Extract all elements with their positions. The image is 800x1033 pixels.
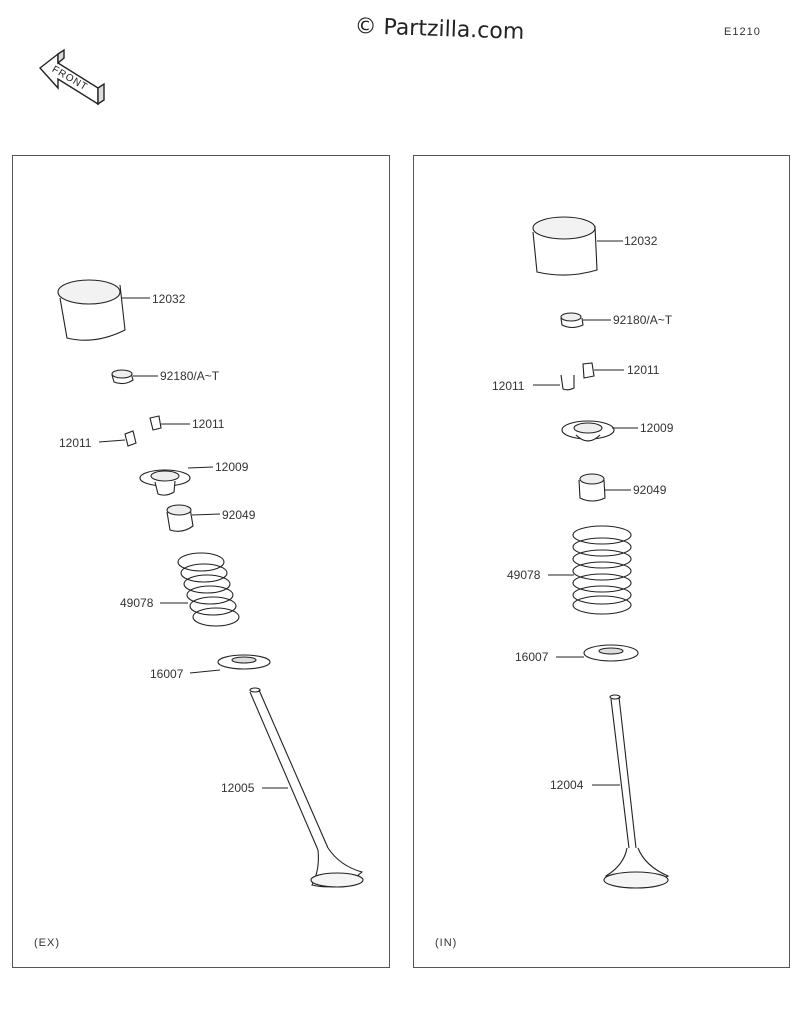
ex-label-92049[interactable]: 92049 [222, 508, 256, 522]
ex-keeper-shapes [98, 415, 190, 447]
in-shim-shape [560, 312, 611, 329]
in-label-12011-upper[interactable]: 12011 [627, 363, 660, 377]
in-valve-shape [592, 694, 670, 889]
in-label-12011-lower[interactable]: 12011 [492, 379, 525, 393]
ex-spring-shape [160, 552, 240, 627]
ex-label-12011-lower[interactable]: 12011 [59, 436, 92, 450]
in-tappet-shape [532, 216, 623, 276]
ex-seal-shape [166, 504, 221, 532]
in-label-92180[interactable]: 92180/A~T [613, 313, 673, 327]
ex-label-12005[interactable]: 12005 [221, 781, 255, 795]
in-caption: (IN) [435, 937, 458, 949]
ex-label-12032[interactable]: 12032 [152, 292, 186, 306]
in-label-92049[interactable]: 92049 [633, 483, 667, 497]
ex-label-92180[interactable]: 92180/A~T [160, 369, 220, 383]
ex-retainer-shape [139, 466, 214, 496]
ex-shim-shape [111, 369, 158, 385]
in-retainer-shape [561, 420, 638, 442]
ex-label-16007[interactable]: 16007 [150, 667, 184, 681]
in-label-49078[interactable]: 49078 [507, 568, 541, 582]
in-label-12004[interactable]: 12004 [550, 778, 584, 792]
in-label-12032[interactable]: 12032 [624, 234, 658, 248]
ex-label-12009[interactable]: 12009 [215, 460, 249, 474]
in-spring-seat-shape [556, 644, 639, 662]
ex-tappet-shape [57, 279, 150, 341]
in-seal-shape [578, 473, 631, 502]
ex-valve-shape [249, 687, 364, 888]
exhaust-panel [12, 155, 390, 968]
in-label-12009[interactable]: 12009 [640, 421, 674, 435]
intake-panel [413, 155, 790, 968]
ex-label-12011-upper[interactable]: 12011 [192, 417, 225, 431]
in-label-16007[interactable]: 16007 [515, 650, 549, 664]
ex-spring-seat-shape [189, 654, 271, 674]
ex-label-49078[interactable]: 49078 [120, 596, 154, 610]
diagram-code: E1210 [724, 26, 761, 38]
ex-caption: (EX) [34, 937, 60, 949]
in-keeper-shapes [533, 362, 624, 391]
in-spring-shape [548, 525, 632, 615]
